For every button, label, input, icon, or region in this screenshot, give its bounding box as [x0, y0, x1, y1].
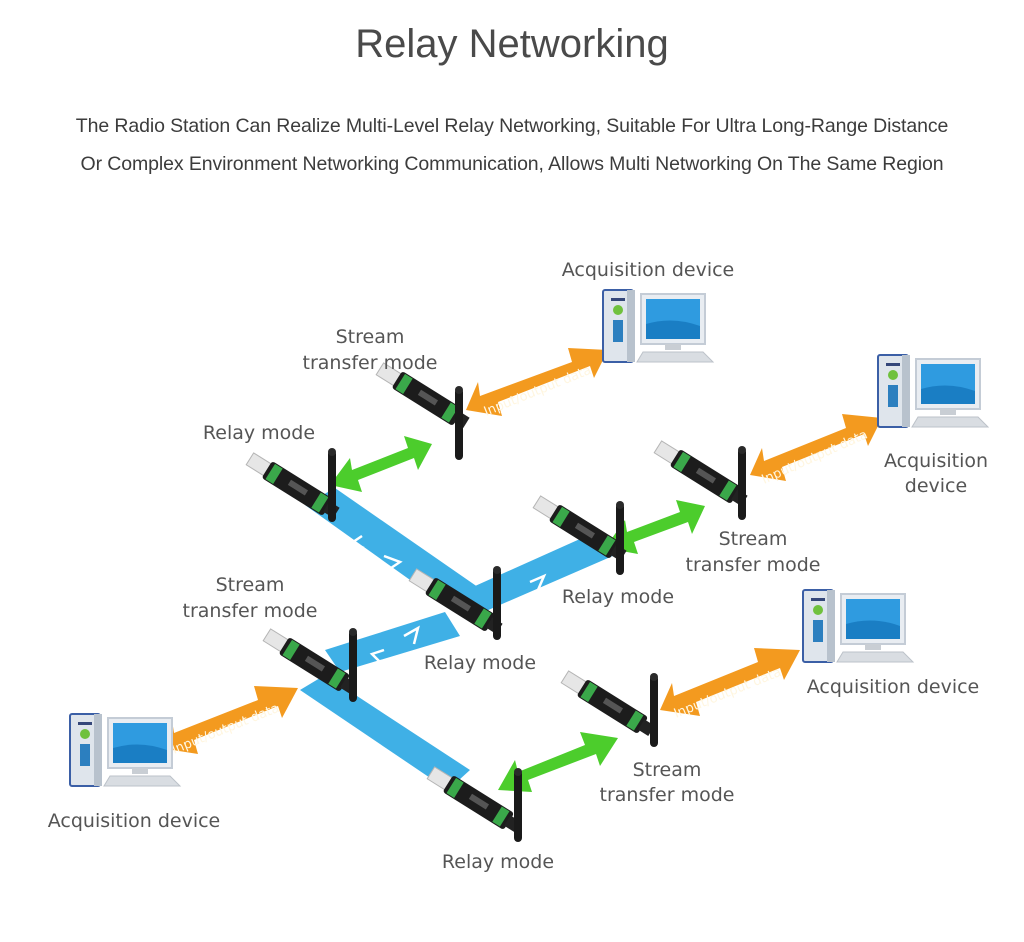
label-acq-left: Acquisition device [48, 810, 221, 832]
label-stream-bottom-right-2: transfer mode [600, 784, 735, 806]
green-arrow-top [330, 436, 432, 492]
label-stream-right-2: transfer mode [686, 554, 821, 576]
label-relay-bottom: Relay mode [442, 851, 554, 873]
computer-icon-right [877, 354, 989, 428]
orange-arrow-top [466, 348, 608, 416]
orange-arrow-bottom-right [660, 648, 800, 716]
label-stream-right-1: Stream [719, 528, 788, 550]
label-relay-right: Relay mode [562, 586, 674, 608]
page-title: Relay Networking [355, 22, 669, 66]
computer-icon-bottom-right [802, 589, 914, 663]
computer-icon-left [69, 713, 181, 787]
relay-band-left-center [325, 612, 460, 672]
green-arrow-bottom [498, 732, 618, 792]
relay-chevrons [339, 534, 547, 778]
orange-arrow-right [750, 414, 882, 481]
subtitle-line-1: The Radio Station Can Realize Multi-Leve… [75, 115, 949, 137]
module-stream-bottom-right [559, 667, 658, 747]
relay-band-left-bottom [300, 675, 470, 790]
relay-links [300, 488, 615, 790]
label-acq-top: Acquisition device [562, 259, 735, 281]
label-acq-bottom-right: Acquisition device [807, 676, 980, 698]
computer-icon-top [602, 289, 714, 363]
label-stream-top-1: Stream [336, 326, 405, 348]
label-relay-top-left: Relay mode [203, 422, 315, 444]
label-stream-top-2: transfer mode [303, 352, 438, 374]
label-stream-left-2: transfer mode [183, 600, 318, 622]
label-stream-bottom-right-1: Stream [633, 759, 702, 781]
label-acq-right-2: device [905, 475, 967, 497]
label-acq-right-1: Acquisition [884, 450, 988, 472]
module-relay-top-left [244, 448, 343, 522]
green-arrow-right [605, 500, 705, 554]
wireless-links [330, 436, 705, 792]
label-stream-left-1: Stream [216, 574, 285, 596]
data-links: Input/output data Input/output data Inpu… [160, 348, 882, 758]
subtitle-line-2: Or Complex Environment Networking Commun… [80, 153, 944, 175]
orange-arrow-left [160, 686, 298, 754]
label-relay-center: Relay mode [424, 652, 536, 674]
